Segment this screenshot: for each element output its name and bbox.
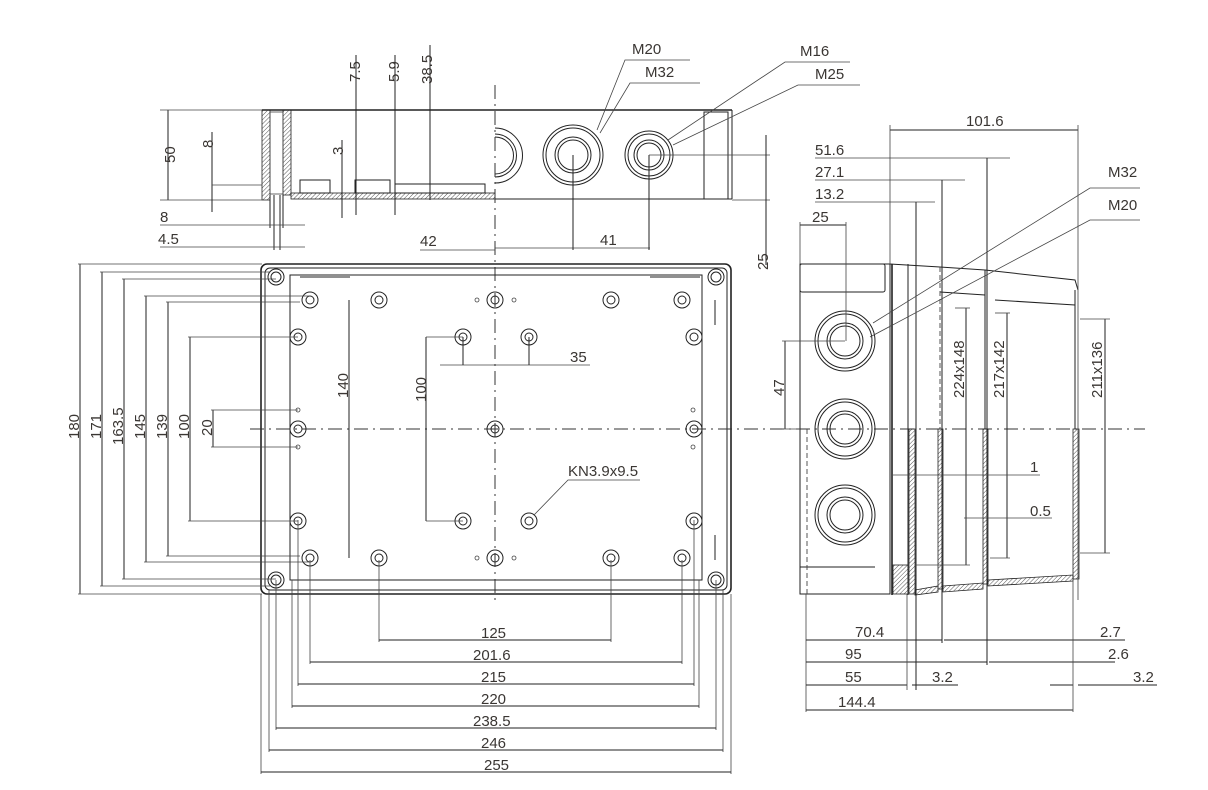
dim-145: 145	[132, 414, 149, 439]
dim-255: 255	[484, 757, 509, 774]
dim-70-4: 70.4	[855, 624, 884, 641]
dim-13-2: 13.2	[815, 186, 844, 203]
label-m16-top: M16	[800, 43, 829, 60]
dim-4-5: 4.5	[158, 231, 179, 248]
dim-125: 125	[481, 625, 506, 642]
dim-224x148: 224x148	[951, 340, 968, 398]
dim-215: 215	[481, 669, 506, 686]
dim-163-5: 163.5	[110, 407, 127, 445]
corner-screws	[267, 268, 725, 589]
gland-partial-top	[494, 127, 523, 184]
label-screw: KN3.9x9.5	[568, 463, 638, 480]
top-section-view	[261, 85, 733, 600]
top-view-dimensions	[160, 45, 860, 265]
dim-8-vertical: 8	[200, 140, 217, 148]
label-m20-top: M20	[632, 41, 661, 58]
dim-2-7: 2.7	[1100, 624, 1121, 641]
mounting-boss	[520, 512, 538, 530]
label-m25-top: M25	[815, 66, 844, 83]
dim-41: 41	[600, 232, 617, 249]
dim-wall-0-5: 0.5	[1030, 503, 1051, 520]
mounting-boss	[289, 420, 307, 438]
mounting-boss	[370, 291, 388, 309]
front-horizontal-dimensions	[260, 520, 732, 774]
dim-2-6: 2.6	[1108, 646, 1129, 663]
dim-51-6: 51.6	[815, 142, 844, 159]
dim-140: 140	[335, 373, 352, 398]
dim-238-5: 238.5	[473, 713, 511, 730]
dim-27-1: 27.1	[815, 164, 844, 181]
dim-5-9: 5.9	[386, 61, 403, 82]
dim-25-top: 25	[755, 253, 772, 270]
dim-144-4: 144.4	[838, 694, 876, 711]
label-m20-side: M20	[1108, 197, 1137, 214]
dim-201-6: 201.6	[473, 647, 511, 664]
mounting-boss	[673, 291, 691, 309]
dim-50: 50	[162, 146, 179, 163]
dim-55: 55	[845, 669, 862, 686]
dim-7-5: 7.5	[347, 61, 364, 82]
dim-246: 246	[481, 735, 506, 752]
dim-220: 220	[481, 691, 506, 708]
dim-wall-1: 1	[1030, 459, 1038, 476]
mounting-boss	[486, 420, 504, 438]
mounting-boss	[602, 291, 620, 309]
dim-95: 95	[845, 646, 862, 663]
label-m32-side: M32	[1108, 164, 1137, 181]
mounting-boss	[486, 549, 504, 567]
label-m32-top: M32	[645, 64, 674, 81]
side-view	[799, 263, 1080, 596]
dim-180: 180	[66, 414, 83, 439]
dim-25-side: 25	[812, 209, 829, 226]
side-glands	[814, 310, 876, 546]
mounting-boss	[486, 291, 504, 309]
front-view	[250, 263, 1145, 595]
dim-217x142: 217x142	[991, 340, 1008, 398]
mounting-boss	[685, 328, 703, 346]
dim-139: 139	[154, 414, 171, 439]
dim-20: 20	[199, 419, 216, 436]
mounting-boss	[301, 291, 319, 309]
dim-35: 35	[570, 349, 587, 366]
dim-171: 171	[88, 414, 105, 439]
dim-101-6: 101.6	[966, 113, 1004, 130]
dim-211x136: 211x136	[1089, 342, 1106, 398]
dim-38-5: 38.5	[419, 55, 436, 84]
dim-100-inner: 100	[413, 377, 430, 402]
dim-3: 3	[330, 147, 347, 155]
dim-100-outer: 100	[176, 414, 193, 439]
dim-3-2-left: 3.2	[932, 669, 953, 686]
dim-47: 47	[771, 379, 788, 396]
side-view-dimensions	[782, 125, 1157, 712]
front-vertical-dimensions	[78, 263, 640, 595]
dim-8-base: 8	[160, 209, 168, 226]
dim-42: 42	[420, 233, 437, 250]
mounting-boss	[685, 420, 703, 438]
dim-3-2-right: 3.2	[1133, 669, 1154, 686]
